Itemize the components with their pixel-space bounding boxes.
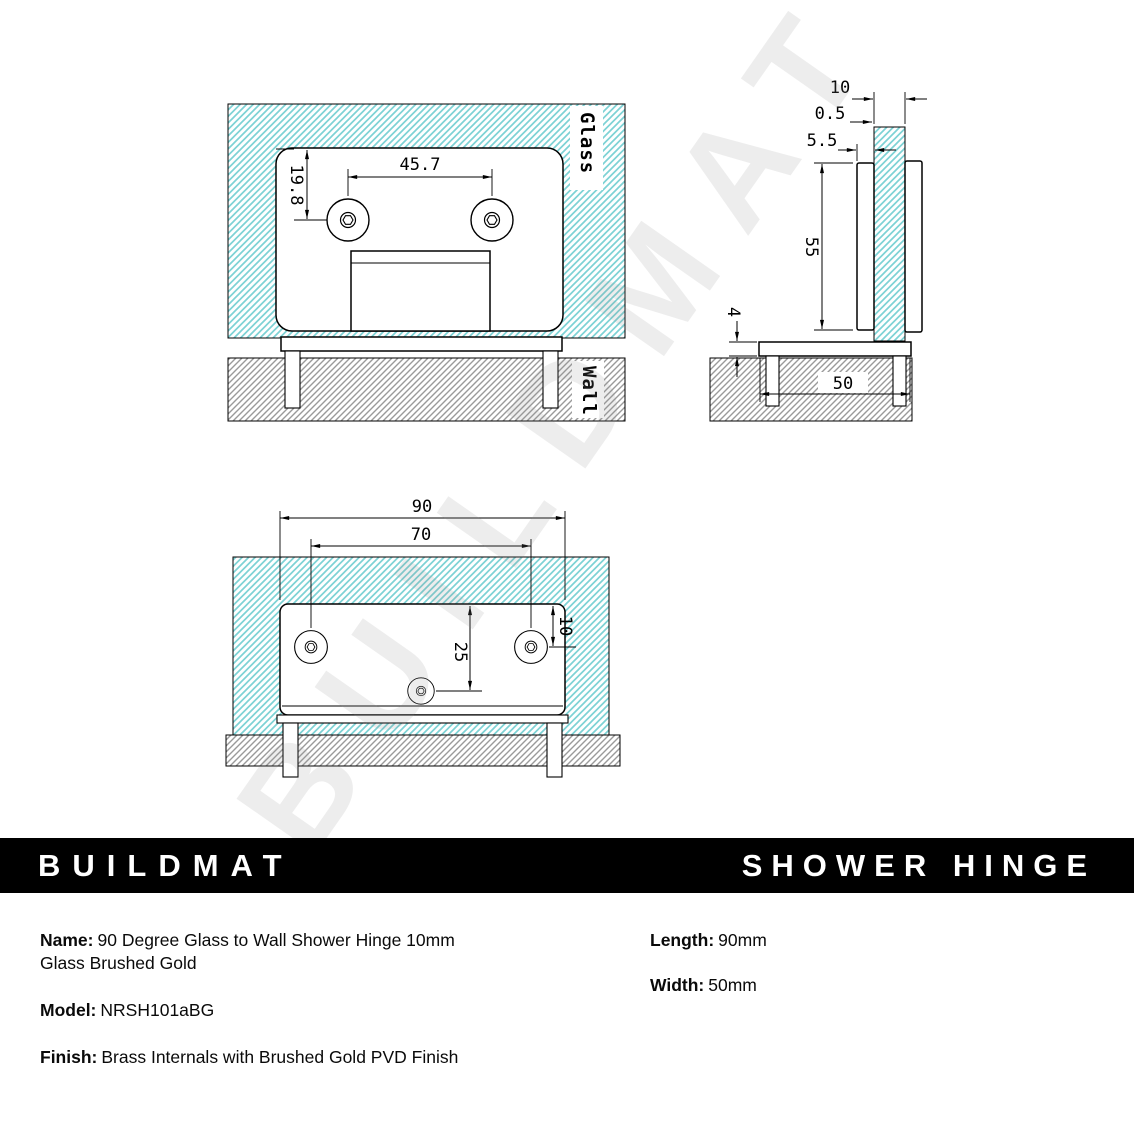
dim-hole-spacing-plan: 70 — [411, 525, 431, 545]
dim-glass-thickness: 10 — [830, 78, 850, 98]
spec-finish-value: Brass Internals with Brushed Gold PVD Fi… — [101, 1047, 459, 1068]
spec-length: Length:90mm — [650, 929, 1094, 952]
screw-hole-icon — [470, 198, 514, 242]
screw-hole-icon — [407, 677, 435, 705]
screw-hole-icon — [326, 198, 370, 242]
dim-hole-edge-offset: 10 — [555, 616, 575, 636]
wall-label-backing — [572, 361, 604, 418]
hinge-technical-drawing: Glass Wall 45.7 19.8 — [225, 78, 927, 778]
base-plate-front — [280, 336, 563, 352]
spec-length-label: Length: — [650, 930, 715, 950]
base-foot-right — [546, 722, 563, 778]
base-foot-right — [542, 350, 559, 409]
front-view: Glass Wall 45.7 19.8 — [227, 103, 626, 422]
base-foot-left — [284, 350, 301, 409]
base-plate-side — [758, 341, 912, 357]
spec-sheet: Name:90 Degree Glass to Wall Shower Hing… — [0, 893, 1134, 1134]
dim-base-width: 50 — [833, 374, 853, 394]
spec-length-value: 90mm — [718, 930, 767, 950]
dim-overall-length: 90 — [412, 497, 432, 517]
product-title: SHOWER HINGE — [741, 847, 1096, 883]
dim-text-backing — [818, 372, 868, 393]
screw-hole-icon — [294, 630, 328, 664]
spec-width: Width:50mm — [650, 974, 1094, 997]
spec-model-label: Model: — [40, 1000, 97, 1021]
dim-plate-thickness: 5.5 — [807, 131, 838, 151]
spec-width-label: Width: — [650, 975, 705, 996]
spec-model-value: NRSH101aBG — [100, 1000, 215, 1021]
spec-model: Model:NRSH101aBG — [40, 999, 610, 1022]
glass-label: Glass — [576, 112, 598, 174]
hinge-knuckle-front — [350, 250, 491, 332]
spec-finish-label: Finish: — [40, 1047, 98, 1068]
spec-name-value: 90 Degree Glass to Wall Shower Hinge 10m… — [40, 930, 455, 974]
dim-plate-height: 55 — [801, 237, 821, 257]
dim-base-thickness: 4 — [723, 307, 743, 317]
spec-width-value: 50mm — [708, 975, 757, 996]
spec-name: Name:90 Degree Glass to Wall Shower Hing… — [40, 929, 480, 975]
clamp-plate-left — [856, 162, 875, 331]
dim-center-hole-offset: 25 — [450, 642, 470, 662]
dim-hole-spacing-front: 45.7 — [400, 155, 441, 175]
banner: BUILDMAT SHOWER HINGE — [0, 838, 1134, 893]
base-foot-right — [892, 355, 907, 407]
wall-label: Wall — [578, 366, 600, 416]
glass-panel-hatch — [873, 126, 906, 342]
base-plate-plan — [276, 714, 569, 724]
brand-logo: BUILDMAT — [38, 847, 294, 883]
spec-column-right: Length:90mm Width:50mm — [610, 929, 1094, 1134]
spec-finish: Finish:Brass Internals with Brushed Gold… — [40, 1046, 610, 1069]
dim-gasket-gap: 0.5 — [815, 104, 846, 124]
plan-view: 90 70 25 10 — [225, 497, 621, 778]
base-foot-left — [282, 722, 299, 778]
spec-column-left: Name:90 Degree Glass to Wall Shower Hing… — [40, 929, 610, 1134]
side-view: 10 0.5 5.5 55 4 — [709, 78, 927, 422]
technical-drawing-area: Glass Wall 45.7 19.8 — [225, 78, 927, 778]
glass-label-backing — [570, 106, 603, 190]
clamp-plate-right — [904, 160, 923, 333]
wall-hatch — [709, 357, 913, 422]
screw-hole-icon — [514, 630, 548, 664]
base-foot-left — [765, 355, 780, 407]
spec-name-label: Name: — [40, 930, 94, 950]
dim-top-to-hole: 19.8 — [286, 165, 306, 206]
